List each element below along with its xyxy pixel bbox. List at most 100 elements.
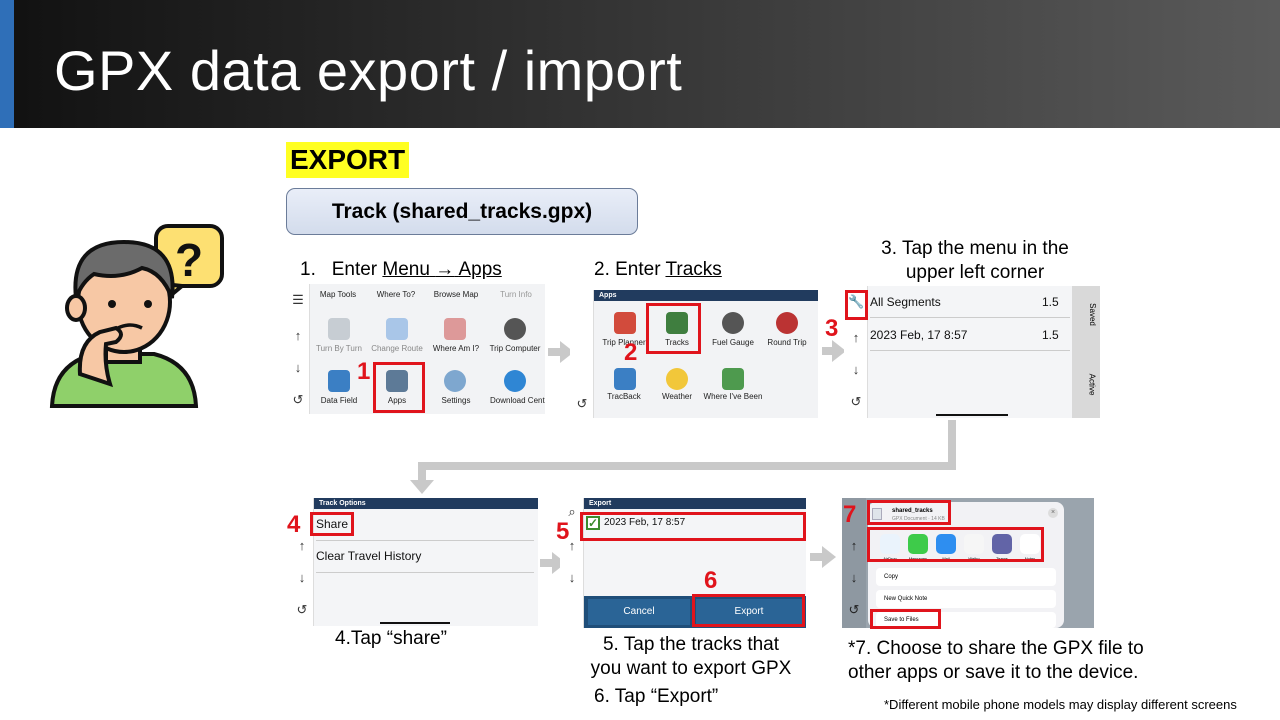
step-marker-3: 3 — [825, 315, 839, 342]
app-tracks[interactable]: Tracks — [665, 338, 689, 347]
screen-main-menu: ☰ ↑ ↓ ↺ Map Tools Where To? Browse Map T… — [286, 284, 545, 414]
turn-by-turn-icon — [328, 318, 350, 340]
highlight-share — [310, 512, 354, 536]
copy-action[interactable]: Copy — [876, 568, 1056, 586]
menu-item-data-field[interactable]: Data Field — [320, 396, 358, 405]
back-icon: ↺ — [848, 602, 860, 617]
screen-export: ⌕ ↑ ↓ Export ✓ 2023 Feb, 17 8:57 Cancel … — [560, 498, 806, 628]
menu-item-trip-computer[interactable]: Trip Computer — [489, 344, 541, 353]
option-share[interactable]: Share — [316, 517, 349, 531]
arrow-up-icon: ↑ — [850, 538, 858, 553]
export-button[interactable]: Export — [696, 599, 802, 625]
share-app-notes: Notes — [1024, 556, 1036, 561]
cancel-button[interactable]: Cancel — [588, 599, 690, 625]
step7-label: *7. Choose to share the GPX file to othe… — [848, 638, 1144, 683]
arrow-right-icon — [810, 553, 822, 561]
menu-item-map-tools[interactable]: Map Tools — [319, 290, 357, 299]
step-marker-1: 1 — [357, 358, 371, 385]
row-divider — [870, 350, 1070, 351]
tab-saved[interactable]: Saved — [1087, 303, 1097, 326]
arrow-right-head — [822, 546, 836, 568]
highlight-apps — [373, 362, 425, 413]
highlight-export-button — [692, 594, 805, 627]
share-file-sub: GPX Document · 14 KB — [892, 516, 945, 522]
messages-icon[interactable] — [908, 534, 928, 554]
app-tracback[interactable]: TracBack — [607, 392, 641, 401]
save-to-files-action[interactable]: Save to Files — [876, 612, 1056, 628]
mail-icon[interactable] — [936, 534, 956, 554]
menu-item-where-am-i[interactable]: Where Am I? — [432, 344, 480, 353]
airdrop-icon[interactable] — [880, 534, 900, 554]
share-app-mail: Mail — [942, 556, 950, 561]
title-bar — [0, 0, 1280, 128]
app-trip-planner[interactable]: Trip Planner — [602, 338, 646, 347]
trip-planner-icon — [614, 312, 636, 334]
arrow-right-icon — [548, 348, 560, 356]
close-icon[interactable]: × — [1048, 508, 1058, 518]
settings-icon — [444, 370, 466, 392]
option-clear-travel-history[interactable]: Clear Travel History — [316, 549, 422, 563]
teams-icon[interactable] — [992, 534, 1012, 554]
export-header: Export — [584, 498, 806, 509]
checkbox-checked-icon[interactable]: ✓ — [586, 516, 600, 530]
scroll-indicator — [380, 622, 450, 624]
arrow-down-icon: ↓ — [852, 362, 860, 377]
where-ive-been-icon — [722, 368, 744, 390]
menu-item-change-route[interactable]: Change Route — [371, 344, 423, 353]
tracks-icon — [666, 312, 688, 334]
highlight-track-item — [580, 512, 806, 541]
apps-header: Apps — [594, 290, 818, 301]
connector-down — [418, 462, 426, 482]
share-app-weibo: Weibo — [968, 556, 980, 561]
arrow-right-icon — [540, 559, 552, 567]
arrow-down-icon: ↓ — [568, 570, 576, 585]
download-icon — [504, 370, 526, 392]
highlight-wrench — [845, 290, 868, 320]
menu-item-download-center[interactable]: Download Center — [490, 396, 545, 405]
weather-icon — [666, 368, 688, 390]
arrow-down-icon: ↓ — [298, 570, 306, 585]
app-weather[interactable]: Weather — [661, 392, 693, 401]
menu-item-settings[interactable]: Settings — [441, 396, 471, 405]
back-icon: ↺ — [850, 394, 862, 409]
step-marker-5: 5 — [556, 518, 570, 545]
save-to-files-label: Save to Files — [884, 617, 919, 623]
person-thinking-icon: ? — [49, 224, 224, 408]
copy-label: Copy — [884, 574, 899, 580]
step1-label: 1. Enter Menu → Apps — [300, 259, 502, 280]
menu-item-where-to[interactable]: Where To? — [376, 290, 416, 299]
step5-label: 5. Tap the tracks that you want to expor… — [590, 634, 792, 679]
row-divider — [870, 317, 1070, 318]
app-fuel-gauge[interactable]: Fuel Gauge — [712, 338, 754, 347]
app-where-ive-been[interactable]: Where I've Been — [703, 392, 763, 401]
arrow-down-icon: ↓ — [294, 360, 302, 375]
menu-item-turn-info[interactable]: Turn Info — [500, 290, 532, 299]
export-track-item[interactable]: 2023 Feb, 17 8:57 — [604, 517, 686, 528]
screen-apps: ↺ Apps Trip Planner Tracks Fuel Gauge Ro… — [570, 290, 818, 418]
export-badge: EXPORT — [286, 142, 410, 178]
app-round-trip[interactable]: Round Trip — [767, 338, 807, 347]
weibo-icon[interactable] — [964, 534, 984, 554]
step-marker-4: 4 — [287, 511, 301, 538]
scroll-indicator — [936, 414, 1008, 416]
back-icon: ↺ — [576, 396, 588, 411]
menu-item-browse-map[interactable]: Browse Map — [433, 290, 479, 299]
question-mark-icon: ? — [175, 234, 203, 286]
menu-item-apps[interactable]: Apps — [387, 396, 407, 405]
track-row-2023[interactable]: 2023 Feb, 17 8:57 — [870, 328, 968, 342]
share-app-teams: Teams — [996, 556, 1008, 561]
highlight-save-to-files — [870, 609, 941, 629]
connector-vertical — [948, 420, 956, 470]
quick-note-action[interactable]: New Quick Note — [876, 590, 1056, 608]
notes-icon[interactable] — [1020, 534, 1040, 554]
screen1-sidebar: ☰ ↑ ↓ ↺ — [286, 284, 310, 414]
step6-label: 6. Tap “Export” — [594, 686, 719, 707]
track-row-all-segments[interactable]: All Segments — [870, 295, 941, 309]
tab-active[interactable]: Active — [1087, 373, 1097, 396]
menu-item-turn-by-turn[interactable]: Turn By Turn — [316, 344, 362, 353]
arrow-right-head — [832, 340, 846, 362]
data-field-icon — [328, 370, 350, 392]
title-accent-stripe — [0, 0, 14, 128]
step4-label: 4.Tap “share” — [335, 628, 447, 649]
step3-label: 3. Tap the menu in the upper left corner — [881, 238, 1069, 283]
